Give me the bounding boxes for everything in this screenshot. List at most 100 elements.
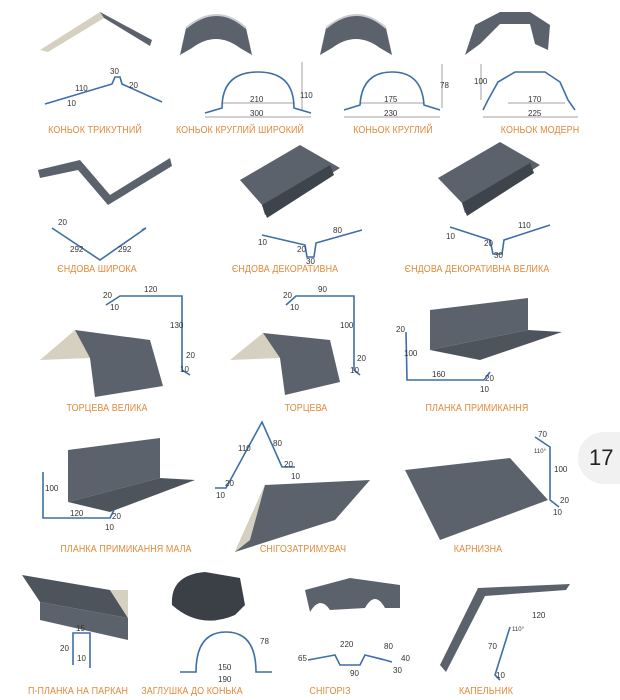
angle-label: 110° bbox=[534, 449, 546, 455]
dim-label: 100 bbox=[340, 321, 354, 330]
dim-label: 20 bbox=[225, 479, 234, 488]
dim-label: 175 bbox=[384, 95, 398, 104]
dim-label: 20 bbox=[485, 374, 494, 383]
dim-label: 292 bbox=[118, 245, 132, 254]
dim-label: 220 bbox=[340, 640, 354, 649]
product-label-ridge-triangle: КОНЬОК ТРИКУТНИЙ bbox=[48, 124, 142, 136]
product-label-ridge-modern: КОНЬОК МОДЕРН bbox=[500, 124, 580, 136]
dim-label: 10 bbox=[67, 99, 76, 108]
dim-label: 20 bbox=[284, 460, 293, 469]
dim-label: 40 bbox=[401, 654, 410, 663]
dim-label: 120 bbox=[144, 285, 158, 294]
page-number-badge: 17 bbox=[578, 432, 620, 484]
dim-label: 120 bbox=[70, 509, 84, 518]
dim-label: 30 bbox=[494, 251, 503, 260]
gable-image bbox=[230, 333, 340, 395]
ridge-round-wide-image bbox=[180, 14, 252, 55]
ridge-end-cap-image bbox=[171, 572, 245, 621]
valley-wide-image bbox=[38, 158, 172, 205]
dim-label: 10 bbox=[350, 366, 359, 375]
dim-label: 15 bbox=[76, 624, 85, 633]
eaves-strip-image bbox=[405, 458, 548, 540]
product-label-gable: ТОРЦЕВА bbox=[284, 402, 328, 414]
product-label-snow-cutter: СНІГОРІЗ bbox=[309, 685, 351, 697]
product-label-eaves-strip: КАРНИЗНА bbox=[453, 543, 503, 555]
product-label-snow-guard: СНІГОЗАТРИМУВАЧ bbox=[259, 543, 347, 555]
dim-label: 120 bbox=[532, 611, 546, 620]
dim-label: 225 bbox=[528, 109, 542, 118]
dim-label: 190 bbox=[218, 675, 232, 684]
abutment-strip-small-image bbox=[68, 438, 195, 512]
drip-edge-image bbox=[440, 584, 570, 672]
dim-label: 150 bbox=[218, 663, 232, 672]
ridge-modern-image bbox=[465, 12, 550, 55]
dim-label: 292 bbox=[70, 245, 84, 254]
product-label-valley-decorative: ЄНДОВА ДЕКОРАТИВНА bbox=[231, 263, 339, 275]
dim-label: 90 bbox=[318, 285, 327, 294]
dim-label: 30 bbox=[393, 666, 402, 675]
dim-label: 10 bbox=[446, 232, 455, 241]
fence-u-strip-image bbox=[22, 575, 128, 640]
profile-diagrams-row5 bbox=[72, 626, 511, 681]
product-label-valley-wide: ЄНДОВА ШИРОКА bbox=[57, 263, 137, 275]
product-label-fence-u-strip: П-ПЛАНКА НА ПАРКАН bbox=[27, 685, 129, 697]
dim-label: 170 bbox=[528, 95, 542, 104]
dim-label: 300 bbox=[250, 109, 264, 118]
dim-label: 10 bbox=[496, 671, 505, 680]
dim-label: 20 bbox=[396, 325, 405, 334]
dim-label: 10 bbox=[480, 385, 489, 394]
ridge-triangle-image bbox=[40, 12, 152, 52]
dim-label: 20 bbox=[129, 81, 138, 90]
dim-label: 10 bbox=[110, 303, 119, 312]
profile-diagrams-row1 bbox=[44, 71, 576, 114]
product-label-ridge-round: КОНЬОК КРУГЛИЙ bbox=[353, 124, 433, 136]
product-label-abutment-strip: ПЛАНКА ПРИМИКАННЯ bbox=[425, 402, 529, 414]
dim-label: 10 bbox=[77, 654, 86, 663]
dim-label: 10 bbox=[291, 472, 300, 481]
dim-label: 10 bbox=[258, 238, 267, 247]
dim-label: 20 bbox=[560, 496, 569, 505]
dim-label: 20 bbox=[283, 291, 292, 300]
angle-label: 110° bbox=[512, 627, 524, 633]
snow-cutter-image bbox=[305, 578, 400, 612]
dim-label: 80 bbox=[333, 226, 342, 235]
dim-label: 30 bbox=[110, 67, 119, 76]
dim-label: 110 bbox=[300, 91, 313, 100]
dimension-lines-row1 bbox=[205, 62, 578, 118]
dim-label: 78 bbox=[440, 81, 449, 90]
ridge-round-image bbox=[320, 14, 392, 55]
product-label-ridge-round-wide: КОНЬОК КРУГЛИЙ ШИРОКИЙ bbox=[175, 124, 305, 136]
product-label-drip-edge: КАПЕЛЬНИК bbox=[459, 685, 513, 697]
dim-label: 70 bbox=[488, 642, 497, 651]
product-label-valley-decorative-large: ЄНДОВА ДЕКОРАТИВНА ВЕЛИКА bbox=[404, 263, 550, 275]
snow-guard-image bbox=[235, 480, 370, 552]
product-label-gable-large: ТОРЦЕВА ВЕЛИКА bbox=[66, 402, 148, 414]
dim-label: 100 bbox=[45, 484, 59, 493]
dim-label: 10 bbox=[180, 365, 189, 374]
dim-label: 20 bbox=[58, 218, 67, 227]
dim-label: 20 bbox=[112, 512, 121, 521]
dim-label: 30 bbox=[306, 257, 315, 266]
profile-diagrams-row3 bbox=[105, 295, 491, 381]
dim-label: 90 bbox=[350, 669, 359, 678]
dim-label: 65 bbox=[298, 654, 307, 663]
dim-label: 110 bbox=[75, 84, 88, 93]
dim-label: 210 bbox=[250, 95, 264, 104]
gable-large-image bbox=[40, 330, 163, 397]
dim-label: 70 bbox=[538, 430, 547, 439]
valley-decorative-image bbox=[240, 145, 340, 218]
dim-label: 10 bbox=[290, 303, 299, 312]
dim-label: 230 bbox=[384, 109, 398, 118]
dim-label: 20 bbox=[357, 354, 366, 363]
page-number: 17 bbox=[589, 445, 614, 470]
dim-label: 20 bbox=[103, 291, 112, 300]
dim-label: 100 bbox=[404, 349, 418, 358]
profile-diagrams-row4 bbox=[42, 420, 560, 519]
product-label-abutment-strip-small: ПЛАНКА ПРИМИКАННЯ МАЛА bbox=[60, 543, 192, 555]
dim-label: 20 bbox=[297, 245, 306, 254]
abutment-strip-image bbox=[430, 298, 562, 360]
dim-label: 20 bbox=[186, 351, 195, 360]
dim-label: 20 bbox=[484, 239, 493, 248]
